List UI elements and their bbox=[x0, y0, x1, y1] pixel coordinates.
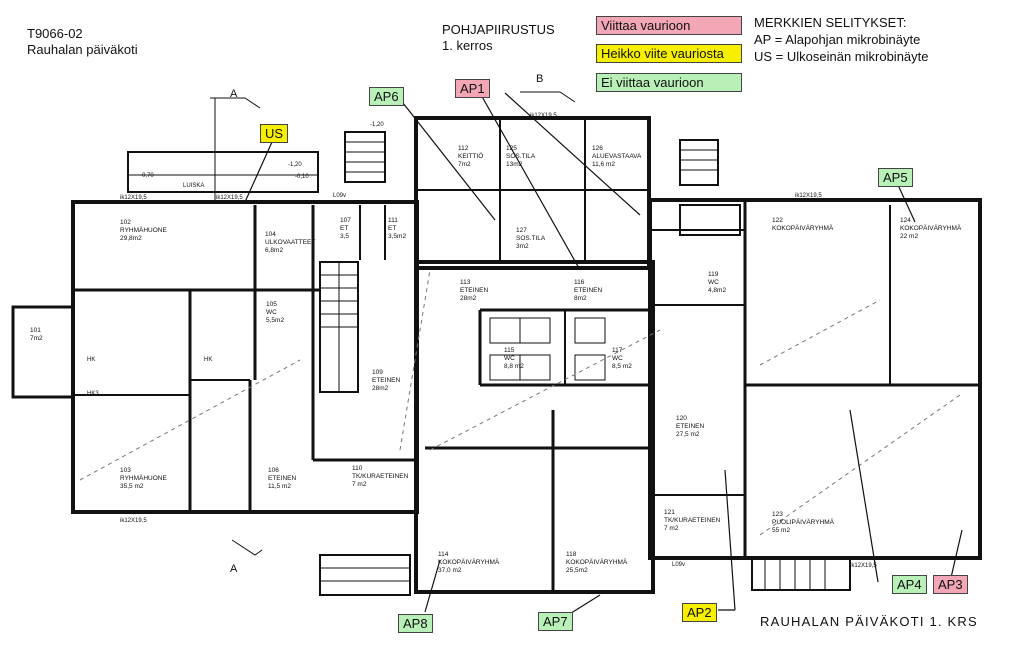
level-mark-1: -0,70 bbox=[140, 173, 154, 179]
plan-title: POHJAPIIRUSTUS bbox=[442, 22, 555, 37]
level-mark-3: -0,10 bbox=[295, 174, 309, 180]
wall-room-101 bbox=[11, 305, 75, 399]
legend: MERKKIEN SELITYKSET: AP = Alapohjan mikr… bbox=[754, 14, 929, 65]
sample-ap3: AP3 bbox=[933, 575, 968, 594]
plan-info: POHJAPIIRUSTUS 1. kerros bbox=[442, 22, 555, 54]
project-name: Rauhalan päiväkoti bbox=[27, 42, 138, 57]
ramp-label: LUISKA bbox=[183, 183, 204, 189]
window-mark-2: ik12X19,5 bbox=[216, 195, 243, 201]
sample-ap5: AP5 bbox=[878, 168, 913, 187]
door-mark-1: L09v bbox=[333, 193, 346, 199]
window-mark-5: ik12X19,5 bbox=[795, 193, 822, 199]
sample-ap6: AP6 bbox=[369, 87, 404, 106]
legend-ap: AP = Alapohjan mikrobinäyte bbox=[754, 32, 921, 47]
sample-ap2: AP2 bbox=[682, 603, 717, 622]
plan-floor: 1. kerros bbox=[442, 38, 493, 53]
door-mark-2: L09v bbox=[672, 562, 685, 568]
wall-central-top bbox=[414, 116, 651, 270]
section-a-top: A bbox=[230, 88, 238, 100]
hk-mark-2: HK bbox=[204, 357, 212, 363]
project-code: T9066-02 bbox=[27, 26, 83, 41]
level-mark-4: -1,20 bbox=[370, 122, 384, 128]
legend-status-weak: Heikko viite vauriosta bbox=[596, 44, 742, 63]
hk3-mark: HK3 bbox=[87, 391, 99, 397]
section-b: B bbox=[536, 73, 543, 85]
sample-ap7: AP7 bbox=[538, 612, 573, 631]
sample-ap8: AP8 bbox=[398, 614, 433, 633]
wall-left-wing bbox=[71, 200, 419, 514]
window-mark-1: ik12X19,5 bbox=[120, 195, 147, 201]
window-mark-3: ik12X19,5 bbox=[530, 113, 557, 119]
level-mark-2: -1,20 bbox=[288, 162, 302, 168]
window-mark-4: ik12X19,5 bbox=[120, 518, 147, 524]
legend-status-none: Ei viittaa vaurioon bbox=[596, 73, 742, 92]
window-mark-6: ik12X19,5 bbox=[850, 563, 877, 569]
wall-right-wing bbox=[648, 198, 982, 560]
legend-title: MERKKIEN SELITYKSET: bbox=[754, 15, 907, 30]
section-a-bottom: A bbox=[230, 563, 238, 575]
legend-us: US = Ulkoseinän mikrobinäyte bbox=[754, 49, 929, 64]
hk-mark-1: HK bbox=[87, 357, 95, 363]
legend-status-damage: Viittaa vaurioon bbox=[596, 16, 742, 35]
sample-ap4: AP4 bbox=[892, 575, 927, 594]
sample-ap1: AP1 bbox=[455, 79, 490, 98]
project-info: T9066-02 Rauhalan päiväkoti bbox=[27, 26, 138, 58]
drawing-footer: RAUHALAN PÄIVÄKOTI 1. KRS bbox=[760, 614, 978, 629]
wall-central-body bbox=[414, 260, 655, 594]
sample-us: US bbox=[260, 124, 289, 143]
